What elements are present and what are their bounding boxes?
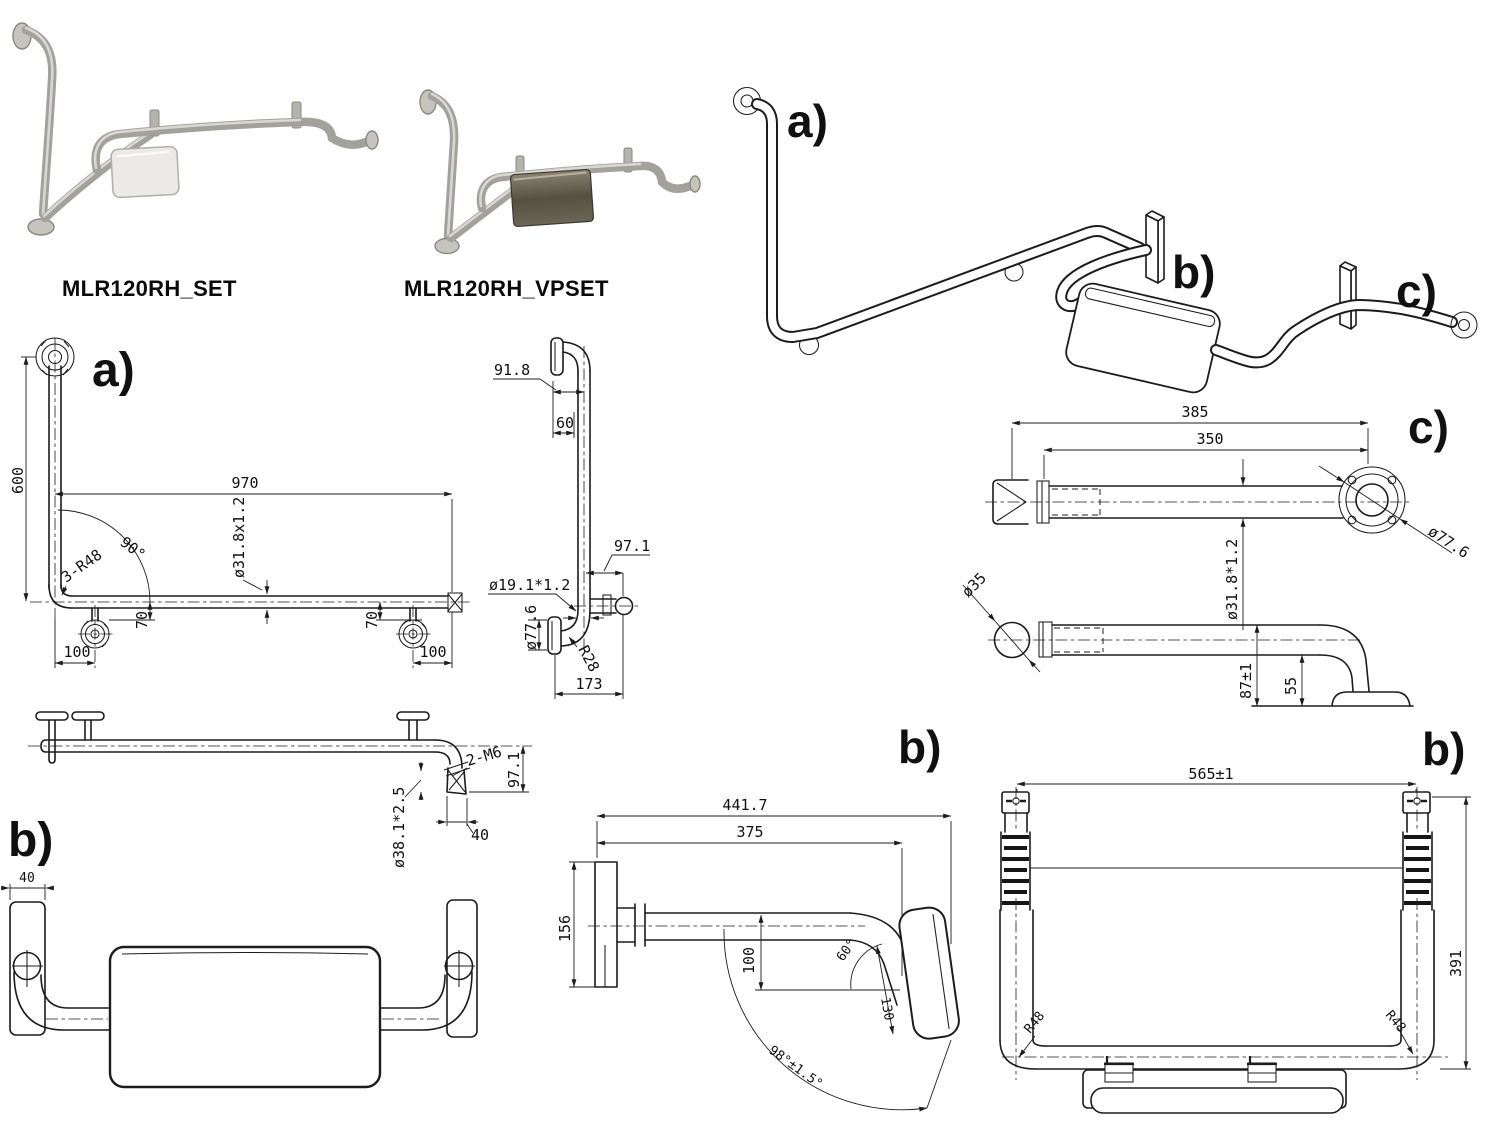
iso-rail-b-loop xyxy=(1055,244,1152,313)
drawing-c-views: c) ø77.6 385 350 ø31.8*1.2 xyxy=(958,401,1473,707)
dim-aside-flange: ø77.6 xyxy=(522,605,540,650)
drawing-b-plan-view: b) 565±1 xyxy=(999,723,1471,1114)
iso-wall-post-b xyxy=(1145,210,1165,284)
dim-btop-offset: 40 xyxy=(471,826,489,844)
view-bside-label: b) xyxy=(898,721,941,773)
drawing-b-top-front-views: 2-M6 97.1 ø38.1*2.5 40 b) 40 xyxy=(1,711,532,1089)
dim-aside-depth: 173 xyxy=(575,675,602,693)
dim-a-height: 600 xyxy=(9,467,27,494)
view-bfront-label: b) xyxy=(8,814,53,867)
iso-overview-drawing: a) b) c) xyxy=(732,86,1478,394)
backrest-pad-steel xyxy=(509,168,595,228)
dim-bside-length: 375 xyxy=(736,823,763,841)
dim-aside-top-width: 91.8 xyxy=(494,361,530,379)
bside-pad xyxy=(898,906,960,1040)
dim-a-radius: 3-R48 xyxy=(58,546,105,587)
drawing-b-side-view: b) 441.7 375 156 100 60° 130 98°±1.5° xyxy=(556,721,960,1112)
dim-bside-pad: 130 xyxy=(877,996,896,1022)
dim-aside-arm-tube: ø19.1*1.2 xyxy=(489,576,570,594)
dim-a-tube: ø31.8x1.2 xyxy=(230,497,248,578)
wall-flange-c xyxy=(1338,466,1406,534)
product-label-vpset: MLR120RH_VPSET xyxy=(404,276,609,301)
product-photo-vpset xyxy=(419,89,701,255)
dim-a-angle: 90° xyxy=(117,533,149,564)
dim-aside-bend-radius: R28 xyxy=(574,642,603,674)
product-photos-illustration xyxy=(12,22,701,255)
iso-label-a: a) xyxy=(787,95,828,147)
dim-c-total: 385 xyxy=(1181,403,1208,421)
dim-c-height: 87±1 xyxy=(1237,663,1255,699)
drawing-a-front-view: 600 970 90° 3-R48 ø31.8x1.2 70 70 100 10… xyxy=(9,337,470,668)
dim-bplan-radius-left: R48 xyxy=(1022,1009,1049,1037)
b-top-view: 2-M6 97.1 ø38.1*2.5 40 xyxy=(28,711,532,868)
dim-bside-swing: 98°±1.5° xyxy=(766,1043,825,1092)
dim-bside-plate: 156 xyxy=(556,915,574,942)
iso-rail-a xyxy=(751,98,1146,343)
dim-a-width: 970 xyxy=(231,474,258,492)
dim-aside-top-offset: 60 xyxy=(556,414,574,432)
dim-c-flange: ø77.6 xyxy=(1425,522,1473,562)
bplan-seat-pad xyxy=(1082,1056,1347,1114)
view-c-label: c) xyxy=(1408,401,1449,453)
dim-bplan-width: 565±1 xyxy=(1188,765,1233,783)
backrest-pad-outline xyxy=(108,945,382,1089)
dim-c-tube: ø31.8*1.2 xyxy=(1223,539,1241,620)
dim-a-drop-right: 70 xyxy=(363,611,381,629)
dim-bside-drop: 100 xyxy=(740,947,758,974)
dim-btop-thread: 2-M6 xyxy=(464,743,504,770)
b-front-view: b) 40 xyxy=(1,814,478,1089)
support-leg-left xyxy=(78,605,113,668)
drawing-a-side-view: 91.8 60 97.1 ø19.1*1.2 ø77.6 R28 173 xyxy=(488,337,650,699)
dim-a-offset-right: 100 xyxy=(419,643,446,661)
dim-c-clearance: 55 xyxy=(1282,677,1300,695)
view-a-label: a) xyxy=(92,344,135,397)
product-label-set: MLR120RH_SET xyxy=(62,276,237,301)
bplan-left-post xyxy=(999,787,1034,1080)
dim-a-offset-left: 100 xyxy=(63,643,90,661)
iso-label-c: c) xyxy=(1396,265,1437,317)
iso-rail-c xyxy=(1210,299,1458,369)
iso-label-b: b) xyxy=(1172,246,1215,298)
product-photo-set xyxy=(12,22,379,236)
dim-btop-arm: 97.1 xyxy=(505,752,523,788)
iso-backrest-pad xyxy=(1065,282,1221,394)
dim-aside-arm: 97.1 xyxy=(614,537,650,555)
bplan-right-post xyxy=(1400,787,1435,1080)
dim-c-length: 350 xyxy=(1196,430,1223,448)
dim-bside-total: 441.7 xyxy=(722,796,767,814)
view-bplan-label: b) xyxy=(1422,723,1465,775)
dim-bplan-radius-right: R48 xyxy=(1382,1008,1409,1036)
dim-c-grip: ø35 xyxy=(958,569,990,601)
dim-bplan-depth: 391 xyxy=(1447,950,1465,977)
iso-wall-post-c xyxy=(1339,261,1357,330)
dim-btop-tube: ø38.1*2.5 xyxy=(390,787,408,868)
dim-bfront-plate: 40 xyxy=(19,871,35,886)
dim-a-drop-left: 70 xyxy=(133,611,151,629)
backrest-pad-white xyxy=(110,145,180,199)
